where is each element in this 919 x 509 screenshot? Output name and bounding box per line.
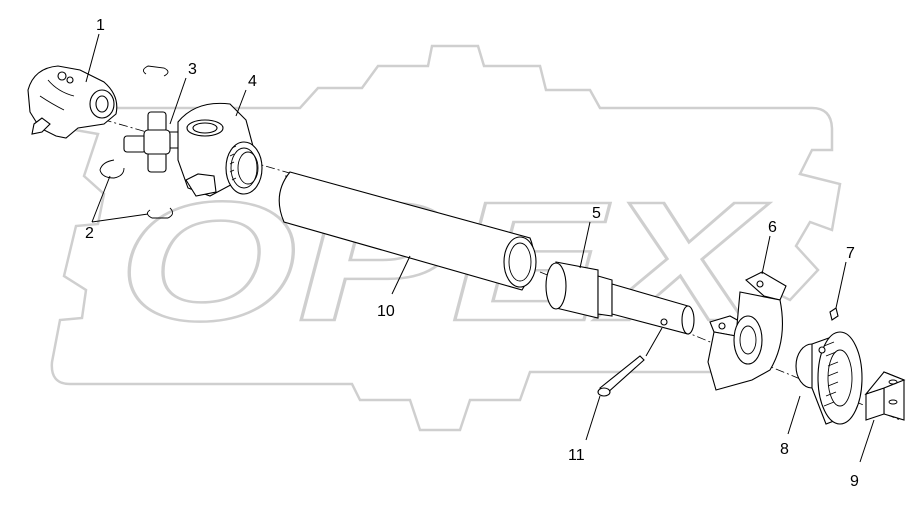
callout-labels: 1 2 3 4 5 6 7 8 9 10 11	[85, 17, 859, 490]
callout-10: 10	[377, 303, 395, 320]
part-bearing-bracket	[707, 271, 787, 391]
callout-9: 9	[850, 473, 859, 490]
callout-4: 4	[248, 73, 257, 90]
part-bearing	[795, 331, 863, 425]
callout-3: 3	[188, 61, 197, 78]
callout-8: 8	[780, 441, 789, 458]
callout-2: 2	[85, 225, 94, 242]
part-stub-shaft	[545, 261, 695, 335]
part-welded-yoke	[177, 102, 263, 197]
part-grease-nipple	[829, 307, 839, 321]
part-tube	[278, 171, 537, 291]
part-clamp-block	[864, 371, 906, 421]
part-cotter-pin	[597, 327, 663, 397]
callout-7: 7	[846, 245, 855, 262]
leader-lines	[85, 33, 875, 463]
callout-1: 1	[96, 17, 105, 34]
callout-11: 11	[568, 447, 585, 464]
part-yoke	[27, 65, 118, 139]
callout-5: 5	[592, 205, 601, 222]
callout-6: 6	[768, 219, 777, 236]
